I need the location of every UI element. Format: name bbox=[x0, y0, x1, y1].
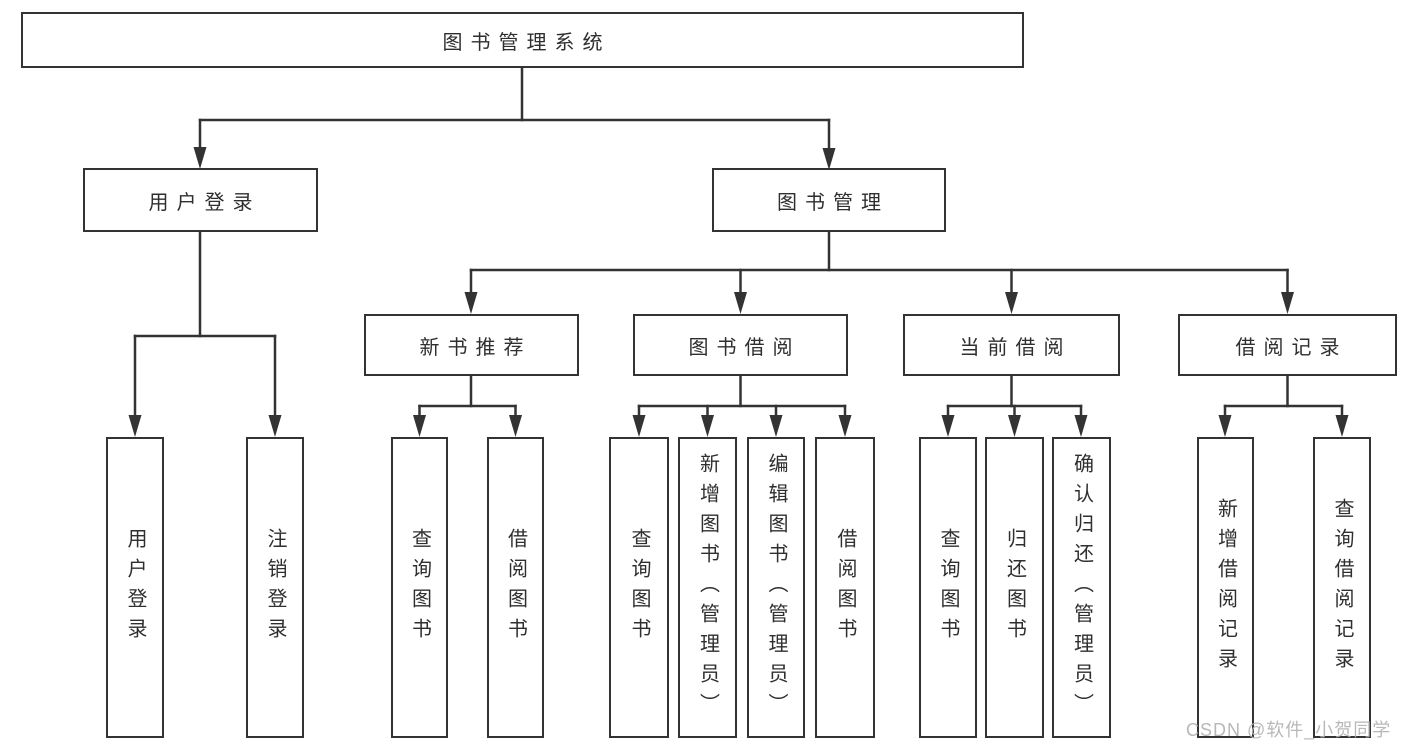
leaf-label: 新增借阅记录 bbox=[1214, 497, 1237, 678]
node-new-book-recommendation: 新书推荐 bbox=[364, 314, 579, 376]
leaf-borrow-book: 借阅图书 bbox=[815, 437, 875, 738]
leaf-label: 查询图书 bbox=[628, 527, 650, 648]
node-label: 借阅记录 bbox=[1235, 336, 1348, 359]
node-label: 图书管理 bbox=[777, 191, 889, 214]
leaf-label: 确认归还（管理员） bbox=[1070, 452, 1093, 723]
node-user-login: 用户登录 bbox=[83, 168, 318, 232]
leaf-add-borrow-record: 新增借阅记录 bbox=[1197, 437, 1254, 738]
node-label: 用户登录 bbox=[148, 191, 261, 214]
leaf-label: 查询图书 bbox=[937, 527, 959, 648]
csdn-watermark: CSDN @软件_小贺同学 bbox=[1186, 720, 1392, 740]
leaf-label: 用户登录 bbox=[124, 527, 146, 648]
leaf-confirm-return-admin: 确认归还（管理员） bbox=[1052, 437, 1111, 738]
leaf-return-book: 归还图书 bbox=[985, 437, 1044, 738]
leaf-borrow-books-recommend: 借阅图书 bbox=[487, 437, 544, 738]
leaf-label: 注销登录 bbox=[264, 527, 286, 648]
node-label: 新书推荐 bbox=[419, 336, 532, 359]
leaf-label: 借阅图书 bbox=[834, 527, 856, 648]
leaf-logout: 注销登录 bbox=[246, 437, 304, 738]
node-library-management-system: 图书管理系统 bbox=[21, 12, 1024, 68]
leaf-add-book-admin: 新增图书（管理员） bbox=[678, 437, 737, 738]
node-label: 图书管理系统 bbox=[442, 31, 611, 54]
leaf-query-borrow-record: 查询借阅记录 bbox=[1313, 437, 1371, 738]
leaf-query-books-current: 查询图书 bbox=[919, 437, 977, 738]
node-borrowing-records: 借阅记录 bbox=[1178, 314, 1397, 376]
leaf-query-books-borrow: 查询图书 bbox=[609, 437, 669, 738]
leaf-label: 借阅图书 bbox=[504, 527, 527, 648]
node-label: 当前借阅 bbox=[959, 336, 1072, 359]
leaf-label: 归还图书 bbox=[1003, 527, 1026, 648]
node-label: 图书借阅 bbox=[688, 336, 801, 359]
node-book-management: 图书管理 bbox=[712, 168, 946, 232]
leaf-edit-book-admin: 编辑图书（管理员） bbox=[747, 437, 805, 738]
node-current-borrowing: 当前借阅 bbox=[903, 314, 1120, 376]
leaf-user-login: 用户登录 bbox=[106, 437, 164, 738]
leaf-label: 查询借阅记录 bbox=[1331, 497, 1353, 678]
leaf-label: 新增图书（管理员） bbox=[696, 452, 719, 723]
leaf-label: 查询图书 bbox=[408, 527, 431, 648]
leaf-label: 编辑图书（管理员） bbox=[765, 452, 787, 723]
leaf-query-books-recommend: 查询图书 bbox=[391, 437, 448, 738]
node-book-borrowing: 图书借阅 bbox=[633, 314, 848, 376]
